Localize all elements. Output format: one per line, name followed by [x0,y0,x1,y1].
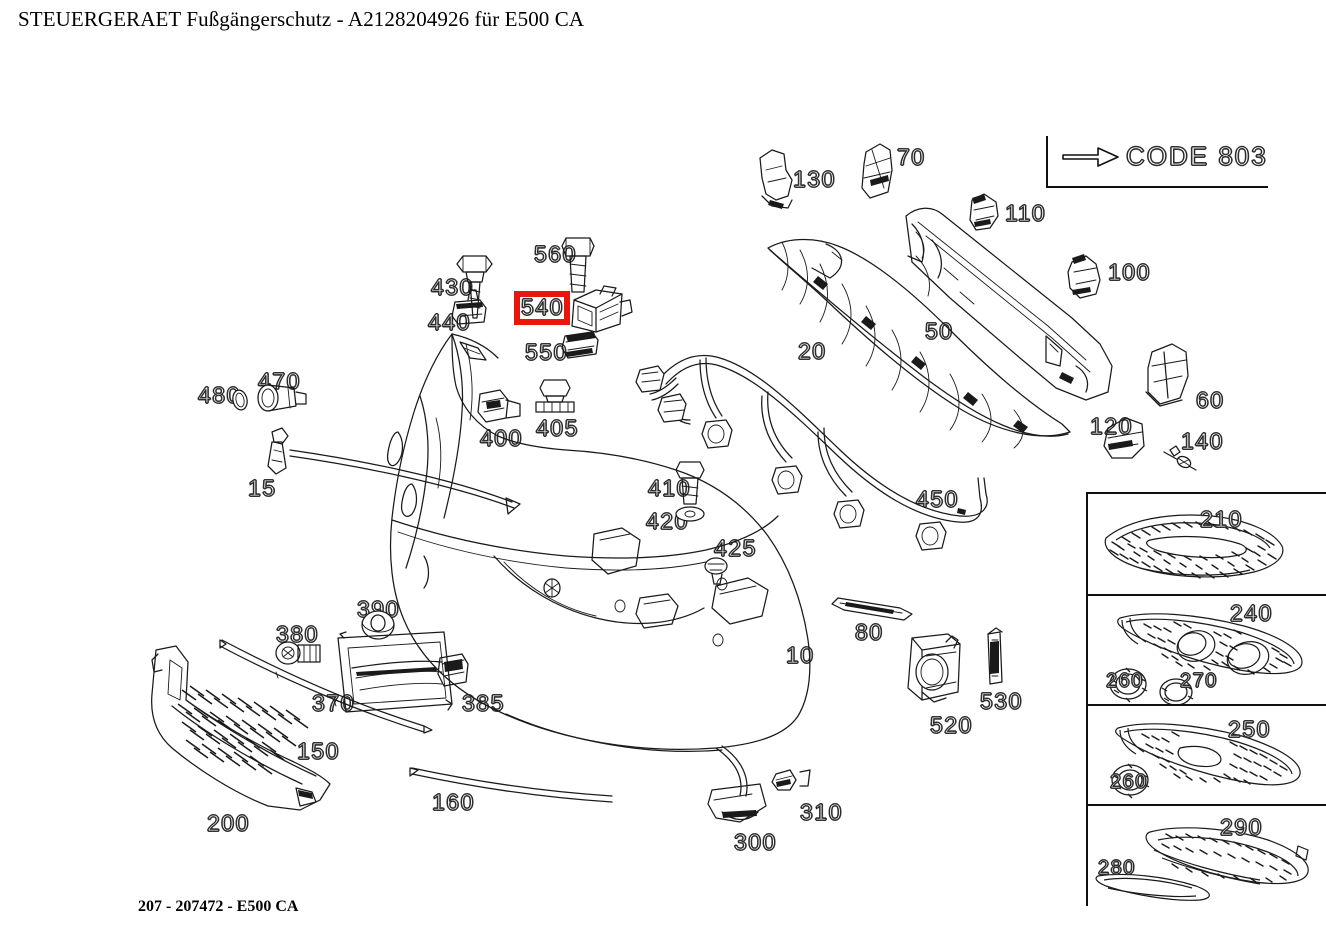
detail-callout-260-b[interactable]: 260 [1109,771,1148,793]
part-540-control-unit [571,285,633,333]
part-200-lower-grille [151,645,331,811]
detail-panel-240: 240 260 270 [1088,594,1326,706]
callout-150[interactable]: 150 [296,738,340,764]
callout-50[interactable]: 50 [924,318,954,344]
callout-540-highlighted[interactable]: 540 [520,294,564,320]
callout-200[interactable]: 200 [206,810,250,836]
callout-440[interactable]: 440 [427,309,471,335]
detail-panel-stack: 210 [1086,492,1326,906]
callout-410[interactable]: 410 [647,475,691,501]
page-title: STEUERGERAET Fußgängerschutz - A21282049… [18,7,585,31]
detail-callout-260-a[interactable]: 260 [1105,670,1144,692]
grille-insert-left-art [1109,613,1303,706]
detail-panel-290: 290 280 [1088,804,1326,904]
part-425-clip [704,557,728,585]
part-110-bracket [969,193,999,231]
callout-405[interactable]: 405 [535,415,579,441]
callout-425[interactable]: 425 [713,535,757,561]
callout-550[interactable]: 550 [524,339,568,365]
callout-385[interactable]: 385 [461,690,505,716]
code-legend: CODE 803 [1046,136,1268,188]
callout-470[interactable]: 470 [257,368,301,394]
callout-310[interactable]: 310 [799,799,843,825]
callout-120[interactable]: 120 [1089,413,1133,439]
detail-panel-210: 210 [1088,494,1326,594]
part-130-bracket [759,149,793,209]
page-footer: 207 - 207472 - E500 CA [138,898,299,915]
callout-60[interactable]: 60 [1195,387,1225,413]
callout-430[interactable]: 430 [430,274,474,300]
callout-20[interactable]: 20 [797,338,827,364]
detail-callout-280[interactable]: 280 [1097,857,1136,879]
grille-insert-lower-art [1095,827,1309,901]
callout-530[interactable]: 530 [979,688,1023,714]
part-150-molding [219,639,433,734]
part-385-clip [437,653,469,687]
grille-insert-right-art [1111,723,1301,799]
part-10-bumper-cover [386,333,811,797]
highlight-box [514,291,570,325]
callout-100[interactable]: 100 [1107,259,1151,285]
callout-370[interactable]: 370 [311,690,355,716]
detail-panel-250: 250 260 [1088,704,1326,804]
part-100-bracket [1067,254,1101,299]
detail-callout-250[interactable]: 250 [1227,716,1271,742]
callout-480[interactable]: 480 [197,382,241,408]
connector-5 [833,499,865,529]
callout-520[interactable]: 520 [929,712,973,738]
part-80-trim-strip [831,597,913,621]
connector-2 [657,393,687,423]
part-70-bracket [861,143,893,199]
part-300-cover [707,783,767,823]
detail-callout-240[interactable]: 240 [1229,600,1273,626]
connector-3 [701,419,733,449]
connector-6 [915,521,947,551]
callout-300[interactable]: 300 [733,829,777,855]
part-310-bracket [771,769,811,791]
mesh-texture [177,685,309,775]
part-520-sensor-module [907,633,961,703]
connector-4 [771,465,803,495]
part-400-clip [477,389,521,423]
part-50-crossmember [905,207,1113,401]
callout-420[interactable]: 420 [645,508,689,534]
connector-1 [635,365,665,393]
callout-380[interactable]: 380 [275,621,319,647]
callout-80[interactable]: 80 [854,619,884,645]
callout-70[interactable]: 70 [896,144,926,170]
grille-insert-upper-art [1104,514,1284,579]
callout-15[interactable]: 15 [247,475,277,501]
arrow-right-icon [1062,147,1119,167]
callout-10[interactable]: 10 [785,642,815,668]
part-530-bracket [987,627,1003,685]
detail-callout-210[interactable]: 210 [1199,506,1243,532]
callout-450[interactable]: 450 [915,486,959,512]
part-60-bracket [1145,343,1189,407]
callout-390[interactable]: 390 [356,596,400,622]
callout-160[interactable]: 160 [431,789,475,815]
part-370-plate-holder [337,631,453,713]
callout-110[interactable]: 110 [1004,200,1047,226]
part-405-bolt [535,379,575,413]
callout-130[interactable]: 130 [792,166,836,192]
code-legend-label: CODE 803 [1125,140,1268,171]
detail-callout-270[interactable]: 270 [1179,670,1218,692]
callout-140[interactable]: 140 [1180,428,1224,454]
detail-callout-290[interactable]: 290 [1219,814,1263,840]
callout-400[interactable]: 400 [479,425,523,451]
callout-560[interactable]: 560 [533,241,577,267]
